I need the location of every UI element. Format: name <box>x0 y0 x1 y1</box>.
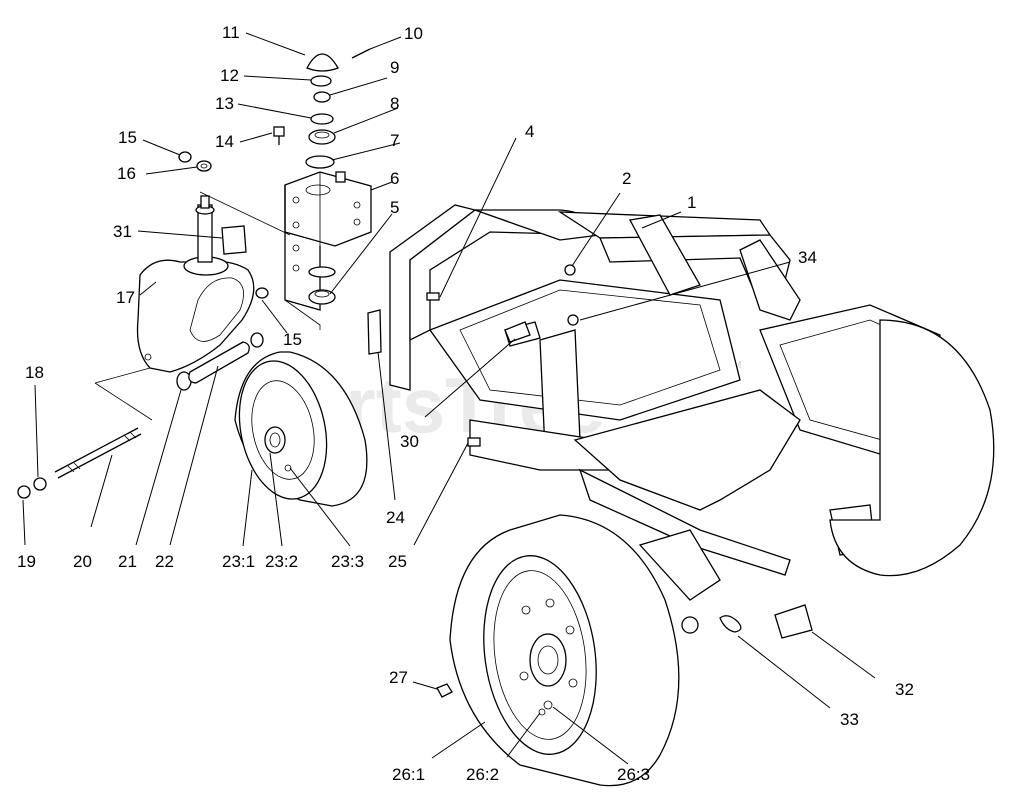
callout-18: 18 <box>25 363 44 382</box>
callout-15-lower: 15 <box>283 330 302 349</box>
leader-lines <box>22 32 876 765</box>
callout-5: 5 <box>390 198 399 217</box>
callout-21: 21 <box>118 552 137 571</box>
callout-6: 6 <box>390 169 399 188</box>
callout-27: 27 <box>389 668 408 687</box>
callout-25: 25 <box>388 552 407 571</box>
callout-31: 31 <box>113 222 132 241</box>
callout-2: 2 <box>622 169 631 188</box>
rear-wheel-left <box>449 514 680 787</box>
callout-9: 9 <box>390 58 399 77</box>
callout-26-2: 26:2 <box>466 765 499 784</box>
callout-19: 19 <box>17 552 36 571</box>
callout-14: 14 <box>215 132 234 151</box>
callout-17: 17 <box>116 288 135 307</box>
callout-15-upper: 15 <box>118 128 137 147</box>
callout-33: 33 <box>840 710 859 729</box>
callout-34: 34 <box>798 248 817 267</box>
callout-1: 1 <box>687 193 696 212</box>
caster-wheel <box>234 351 368 507</box>
callout-8: 8 <box>390 94 399 113</box>
callout-10: 10 <box>404 24 423 43</box>
callout-11: 11 <box>222 23 240 42</box>
callout-30: 30 <box>400 432 419 451</box>
callout-4: 4 <box>525 122 534 141</box>
callout-26-3: 26:3 <box>617 765 650 784</box>
rear-wheel-right <box>829 319 995 577</box>
callout-20: 20 <box>73 552 92 571</box>
hitch-hardware <box>436 604 813 698</box>
callout-labels: 1 2 4 5 6 7 8 9 10 11 12 13 14 15 15 16 … <box>17 23 914 784</box>
callout-13: 13 <box>215 94 234 113</box>
caster-fork-assembly <box>17 48 382 499</box>
callout-16: 16 <box>117 164 136 183</box>
callout-26-1: 26:1 <box>392 765 425 784</box>
callout-23-3: 23:3 <box>331 552 364 571</box>
callout-23-2: 23:2 <box>265 552 298 571</box>
callout-12: 12 <box>220 66 239 85</box>
callout-23-1: 23:1 <box>222 552 255 571</box>
callout-32: 32 <box>895 680 914 699</box>
callout-22: 22 <box>155 552 174 571</box>
callout-24: 24 <box>386 508 405 527</box>
callout-7: 7 <box>390 131 399 150</box>
